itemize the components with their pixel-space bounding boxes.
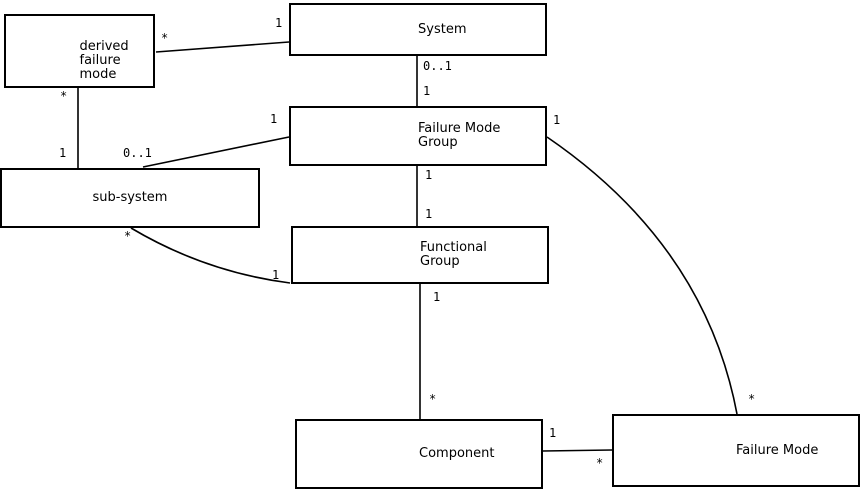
entity-label: sub-system xyxy=(92,190,168,205)
multiplicity-fmg-fm-near-fm: * xyxy=(748,392,756,406)
entity-failure-mode-group: Failure Mode Group xyxy=(289,106,547,166)
entity-derived-failure-mode: derived failure mode xyxy=(4,14,155,88)
multiplicity-subsystem-fmg-near-subsystem: 0..1 xyxy=(123,146,152,160)
entity-component: Component xyxy=(295,419,543,489)
edge-sub-system-failure-mode-group xyxy=(142,136,290,168)
entity-functional-group: Functional Group xyxy=(291,226,549,284)
multiplicity-subsystem-fg-near-subsystem: * xyxy=(124,229,132,243)
entity-label: Component xyxy=(419,446,495,461)
edge-sub-system-functional-group xyxy=(130,227,291,284)
multiplicity-component-fm-near-component: 1 xyxy=(549,426,557,440)
multiplicity-subsystem-fg-near-fg: 1 xyxy=(272,268,280,282)
multiplicity-component-fm-near-fm: * xyxy=(596,456,604,470)
multiplicity-fg-component-near-fg: 1 xyxy=(433,290,441,304)
multiplicity-fmg-fg-near-fmg: 1 xyxy=(425,168,433,182)
multiplicity-fg-component-near-component: * xyxy=(429,392,437,406)
multiplicity-dfm-system-near-dfm: * xyxy=(161,31,169,45)
edge-derived-failure-mode-system xyxy=(155,41,290,53)
multiplicity-subsystem-fmg-near-fmg: 1 xyxy=(270,112,278,126)
entity-system: System xyxy=(289,3,547,56)
multiplicity-dfm-system-near-system: 1 xyxy=(275,16,283,30)
edge-component-failure-mode xyxy=(542,449,613,452)
entity-label: Failure Mode Group xyxy=(418,121,501,150)
multiplicity-fmg-fm-near-fmg: 1 xyxy=(553,113,561,127)
entity-label: derived failure mode xyxy=(79,39,129,82)
entity-failure-mode: Failure Mode xyxy=(612,414,860,487)
multiplicity-fmg-fg-near-fg: 1 xyxy=(425,207,433,221)
entity-sub-system: sub-system xyxy=(0,168,260,228)
multiplicity-system-fmg-near-system: 0..1 xyxy=(423,59,452,73)
multiplicity-dfm-subsystem-near-dfm: * xyxy=(60,89,68,103)
entity-label: Failure Mode xyxy=(736,442,819,458)
multiplicity-dfm-subsystem-near-subsystem: 1 xyxy=(59,146,67,160)
edge-failure-mode-group-failure-mode xyxy=(546,136,738,415)
entity-label: System xyxy=(418,21,467,37)
entity-label: Functional Group xyxy=(420,240,487,269)
multiplicity-system-fmg-near-fmg: 1 xyxy=(423,84,431,98)
